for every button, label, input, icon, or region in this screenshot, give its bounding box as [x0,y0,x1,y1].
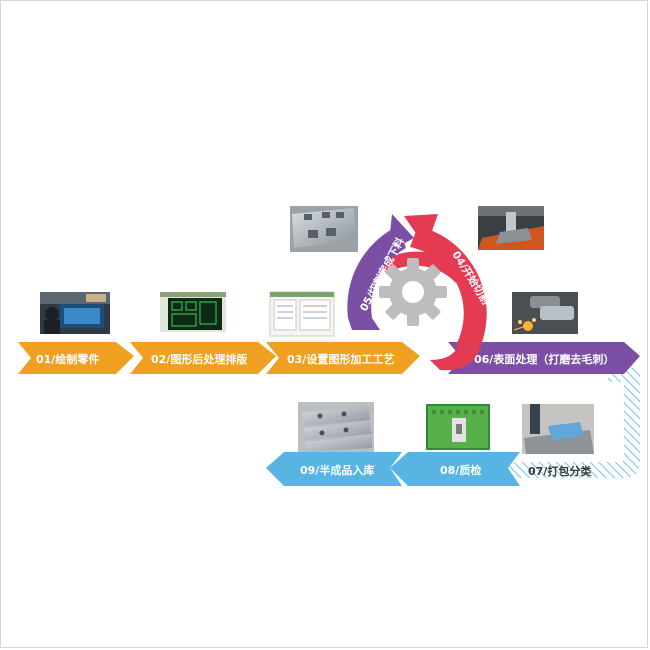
step-03-arrow [266,342,420,374]
step-09-label: 09/半成品入库 [300,463,374,477]
step-07-arrow [494,462,610,478]
step-07-label: 07/打包分类 [528,464,592,478]
laser-cutting-photo-icon [478,206,544,250]
grinding-photo-icon [512,292,578,334]
hatched-connector [598,368,640,478]
step-02-arrow [130,342,276,374]
process-settings-screenshot-icon [269,291,335,337]
step-08-label: 08/质检 [440,463,481,477]
quality-inspection-photo-icon [426,404,490,450]
nesting-layout-screenshot-icon [160,292,226,332]
gear-icon [379,258,447,326]
step-03-label: 03/设置图形加工工艺 [287,352,394,366]
packing-photo-icon [522,404,594,454]
step-04-ring [410,226,487,352]
step-04-arrowhead [404,214,438,248]
step-08-arrow [390,452,520,486]
step-06-label: 06/表面处理（打磨去毛刺） [474,352,614,366]
step-06-arrow [448,342,640,374]
step-02-label: 02/图形后处理排版 [151,352,247,366]
finished-parts-photo-icon [298,402,374,452]
step-05-tail [348,318,380,330]
cad-workstation-photo-icon [40,292,110,334]
step-01-label: 01/绘制零件 [36,352,99,366]
step-04-bottom [430,346,478,371]
cut-parts-photo-icon [290,206,358,252]
step-01-arrow [18,342,134,374]
step-09-arrow [266,452,402,486]
step-05-arrowhead [388,214,414,252]
